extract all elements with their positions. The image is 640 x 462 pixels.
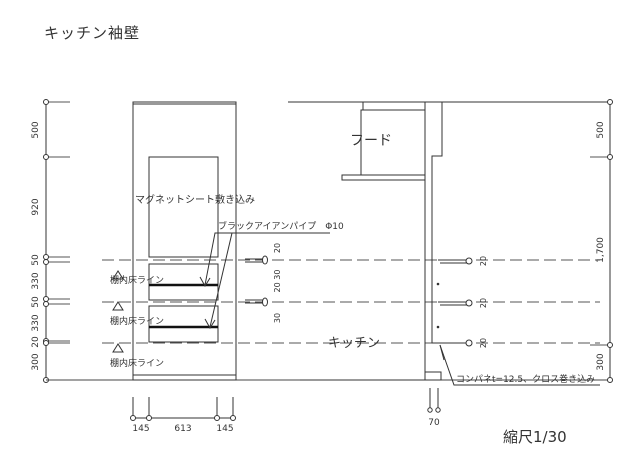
- right-dimension-line: [590, 99, 613, 383]
- hood-label: フード: [350, 133, 392, 149]
- left-dim: 330: [31, 314, 41, 331]
- shelf-floor-label: 棚内床ライン: [110, 274, 164, 286]
- left-dimension-line: [43, 99, 80, 383]
- pipe-dim-mid: 20 30: [273, 270, 282, 293]
- pipe-markers-right: [436, 257, 473, 347]
- magnet-sheet-area: [148, 156, 219, 258]
- shelf-lower: [148, 305, 219, 343]
- shelf-floor-markers: [112, 270, 124, 353]
- right-dim: 300: [596, 353, 606, 370]
- left-dim: 500: [31, 121, 41, 138]
- left-dim: 20: [31, 336, 41, 348]
- pipe-dim-mid: 30: [273, 313, 282, 323]
- right-dim: 500: [596, 121, 606, 138]
- side-wall: [132, 101, 237, 381]
- shelf-upper: [148, 263, 219, 301]
- pipe-leader: [199, 232, 330, 329]
- pipe-markers-middle: [245, 255, 268, 307]
- kitchen-wall: [300, 101, 443, 381]
- scale-label: 縮尺1/30: [503, 428, 567, 446]
- left-dim: 300: [31, 353, 41, 370]
- right-dim: 1,700: [596, 237, 606, 263]
- finish-note: コンパネt=12.5、クロス巻き込み: [456, 373, 595, 385]
- bottom-dim: 145: [132, 424, 149, 434]
- dashed-reference-lines: [102, 259, 600, 344]
- bottom-dimension-line: [130, 388, 441, 421]
- kitchen-label: キッチン: [328, 336, 380, 351]
- bottom-dim: 145: [216, 424, 233, 434]
- left-dim: 50: [31, 254, 41, 266]
- left-dim: 920: [31, 198, 41, 215]
- drawing-title: キッチン袖壁: [44, 24, 141, 42]
- left-dim: 50: [31, 296, 41, 308]
- shelf-floor-label: 棚内床ライン: [110, 357, 164, 369]
- left-dimension-labels: 500 920 50 330 50 330 20 300: [31, 121, 41, 370]
- shelf-floor-label: 棚内床ライン: [110, 315, 164, 327]
- black-iron-pipe-label: ブラックアイアンパイプ Φ10: [218, 220, 344, 232]
- bottom-dim: 613: [174, 424, 191, 434]
- magnet-sheet-label: マグネットシート敷き込み: [135, 193, 255, 206]
- finish-note-leader: [439, 344, 600, 386]
- left-dim: 330: [31, 272, 41, 289]
- pipe-dim-right: 20: [479, 298, 488, 308]
- pipe-dim-right: 20: [479, 338, 488, 348]
- pipe-dim-right: 20: [479, 256, 488, 266]
- pipe-dim-mid: 20: [273, 243, 282, 253]
- bottom-dim-right: 70: [428, 418, 440, 428]
